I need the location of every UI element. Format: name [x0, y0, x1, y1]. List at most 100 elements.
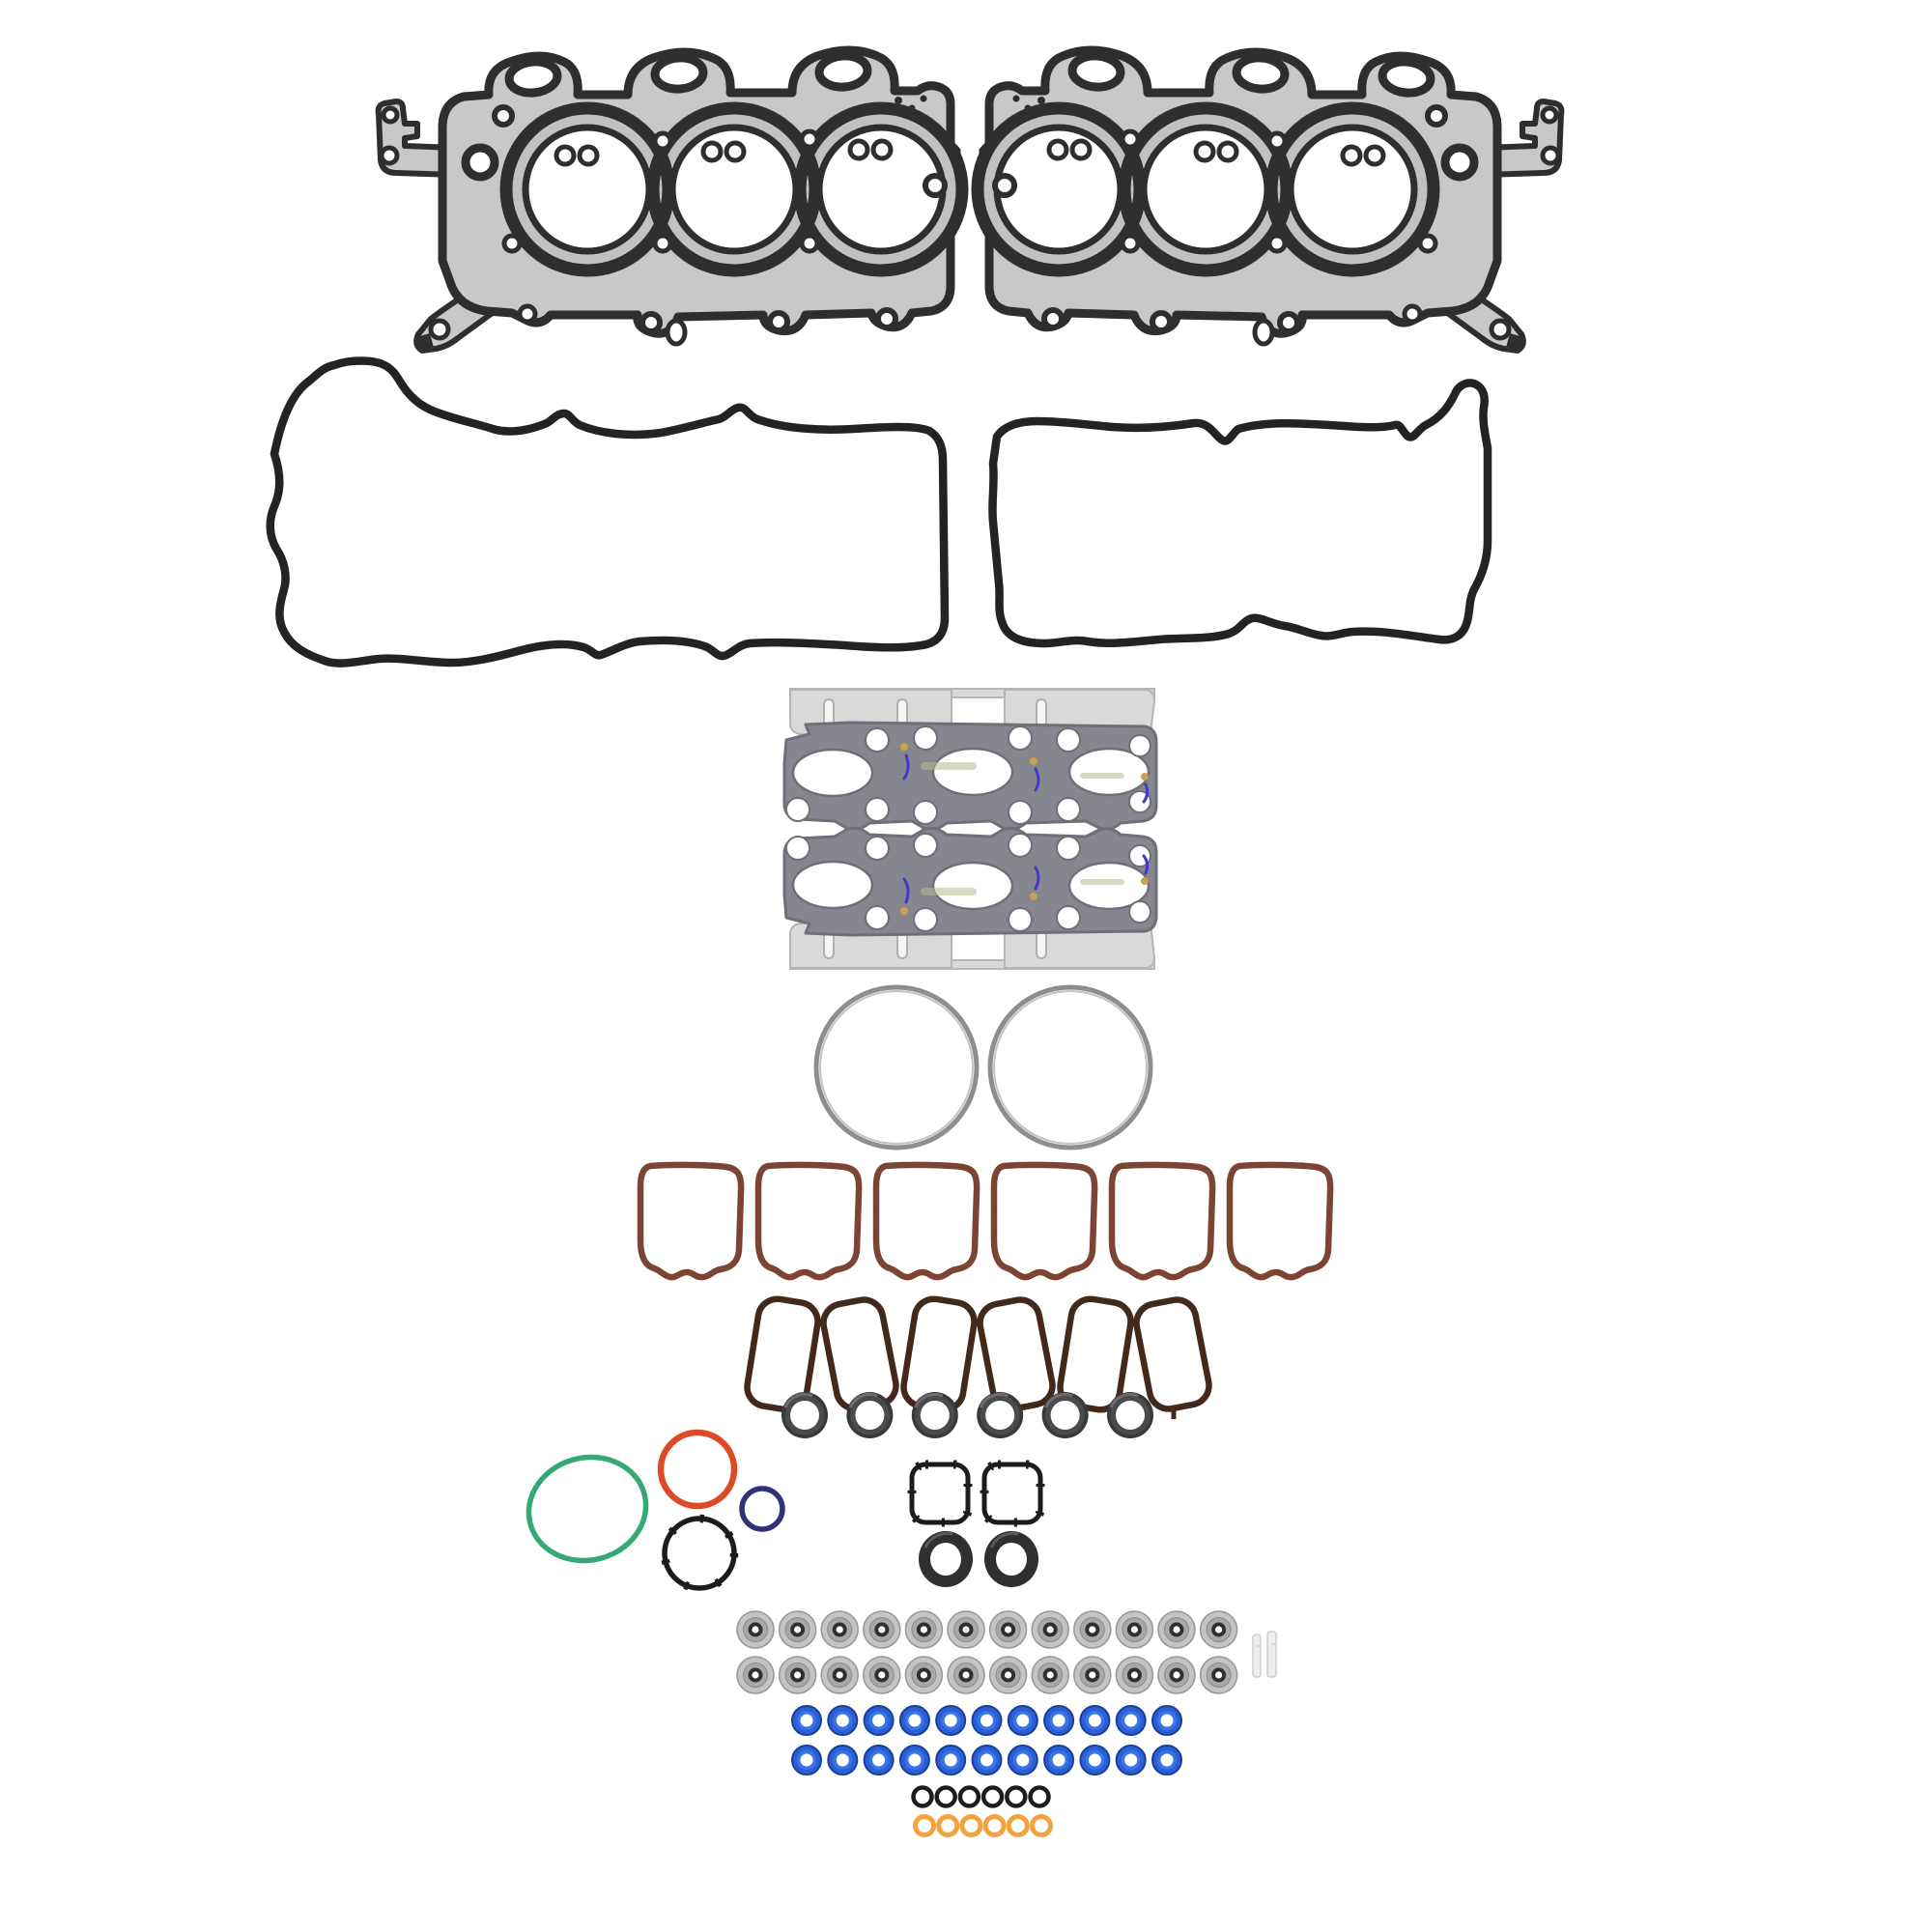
small-orange-oring — [1030, 1814, 1053, 1837]
misc-oring-cluster — [526, 1429, 785, 1593]
square-port-gasket-nubs — [907, 1460, 973, 1527]
small-orange-oring — [1006, 1814, 1030, 1837]
seal-highlight — [923, 1531, 953, 1548]
injector-grommet-blue — [1151, 1705, 1182, 1736]
valve-cover-gasket-left — [266, 356, 950, 668]
metal-oring-left — [813, 984, 980, 1151]
square-port-gasket — [981, 1462, 1043, 1525]
valve-stem-seal — [1199, 1610, 1238, 1649]
camshaft-seal — [1040, 1390, 1091, 1440]
small-black-oring — [1028, 1785, 1051, 1808]
camshaft-seal — [780, 1390, 830, 1440]
plastic-clip — [1266, 1631, 1277, 1678]
small-black-oring — [911, 1785, 934, 1808]
valve-stem-seal — [1157, 1656, 1196, 1694]
small-black-oring — [957, 1785, 981, 1808]
intake-manifold-gasket — [638, 1162, 743, 1277]
metal-oring-highlight — [819, 990, 974, 1145]
injector-grommet-blue — [1115, 1705, 1147, 1736]
head-gaskets — [379, 50, 1562, 351]
injector-grommet-blue — [827, 1745, 859, 1776]
valve-stem-seal — [736, 1610, 775, 1649]
valve-stem-seal — [820, 1656, 859, 1694]
small-orange-oring — [959, 1814, 983, 1837]
cam-plug-seals — [919, 1531, 1038, 1587]
metal-oring-right — [987, 984, 1153, 1151]
injector-grommet-blue — [1079, 1705, 1111, 1736]
valve-stem-seal — [778, 1610, 817, 1649]
injector-grommet-blue — [1151, 1745, 1182, 1776]
plastic-clip — [1252, 1634, 1262, 1678]
injector-grommet-blue — [1115, 1745, 1147, 1776]
valve-stem-seal — [1031, 1656, 1069, 1694]
exhaust-manifold-gasket-bottom — [782, 826, 1158, 971]
injector-grommet-blue — [898, 1705, 930, 1736]
exhaust-manifold-gaskets — [782, 687, 1158, 971]
valve-stem-seal — [1115, 1610, 1154, 1649]
injector-grommet-blue — [1043, 1705, 1075, 1736]
intake-manifold-gasket — [755, 1162, 861, 1277]
navy-oring — [739, 1486, 785, 1532]
valve-stem-seal — [1115, 1656, 1154, 1694]
valve-stem-seal — [947, 1610, 985, 1649]
cam-plug-seal-hole — [930, 1543, 961, 1576]
intake-manifold-gasket — [1227, 1162, 1332, 1277]
valve-stem-seal — [988, 1656, 1028, 1694]
small-orange-oring — [913, 1814, 936, 1837]
exhaust-manifold-gasket-top — [782, 687, 1158, 832]
small-orange-oring — [936, 1814, 960, 1837]
valve-stem-seal — [904, 1656, 944, 1694]
valve-stem-seal — [947, 1656, 985, 1694]
repeated-part-rows — [638, 1162, 1332, 1837]
valve-stem-seal — [1157, 1610, 1196, 1649]
green-oring — [526, 1454, 649, 1564]
injector-grommet-blue — [1079, 1745, 1111, 1776]
injector-grommet-blue — [971, 1745, 1003, 1776]
small-black-oring — [934, 1785, 957, 1808]
injector-grommet-blue — [971, 1705, 1003, 1736]
seal-highlight — [989, 1531, 1019, 1548]
injector-grommet-blue — [1007, 1745, 1038, 1776]
camshaft-seal — [975, 1390, 1025, 1440]
valve-stem-seal — [1073, 1656, 1112, 1694]
injector-grommet-blue — [1007, 1705, 1038, 1736]
camshaft-seal — [844, 1390, 895, 1440]
valve-cover-gasket-right — [988, 379, 1492, 648]
intake-manifold-gasket — [1109, 1162, 1214, 1277]
head-gasket-left — [379, 50, 962, 351]
square-port-gasket — [909, 1462, 971, 1525]
valve-stem-seal — [736, 1656, 775, 1694]
small-black-oring — [1005, 1785, 1028, 1808]
injector-grommet-blue — [863, 1745, 895, 1776]
injector-grommet-blue — [863, 1705, 895, 1736]
valve-stem-seal — [778, 1656, 817, 1694]
valve-stem-seal — [1073, 1610, 1112, 1649]
injector-grommet-blue — [791, 1705, 822, 1736]
injector-grommet-blue — [791, 1745, 822, 1776]
injector-grommet-blue — [827, 1705, 859, 1736]
valve-stem-seal — [863, 1610, 901, 1649]
camshaft-seal — [910, 1390, 960, 1440]
metal-oring-highlight — [993, 990, 1148, 1145]
valve-stem-seal — [1031, 1610, 1069, 1649]
plastic-clips — [1252, 1631, 1277, 1678]
small-orange-oring — [982, 1814, 1007, 1837]
head-gasket-right — [978, 50, 1561, 351]
black-segmented-oring — [662, 1516, 737, 1591]
camshaft-seal — [1105, 1390, 1155, 1440]
black-segmented-oring-nubs — [660, 1514, 739, 1593]
valve-stem-seal — [863, 1656, 901, 1694]
valve-stem-seal — [820, 1610, 859, 1649]
injector-grommet-blue — [935, 1745, 967, 1776]
red-oring — [657, 1429, 738, 1510]
small-black-oring — [980, 1785, 1005, 1808]
injector-grommet-blue — [935, 1705, 967, 1736]
valve-stem-seal — [904, 1610, 944, 1649]
injector-grommet-blue — [898, 1745, 930, 1776]
square-port-gasket-nubs — [980, 1460, 1045, 1527]
square-port-gaskets — [907, 1460, 1045, 1527]
injector-grommet-blue — [1043, 1745, 1075, 1776]
valve-stem-seal — [988, 1610, 1028, 1649]
